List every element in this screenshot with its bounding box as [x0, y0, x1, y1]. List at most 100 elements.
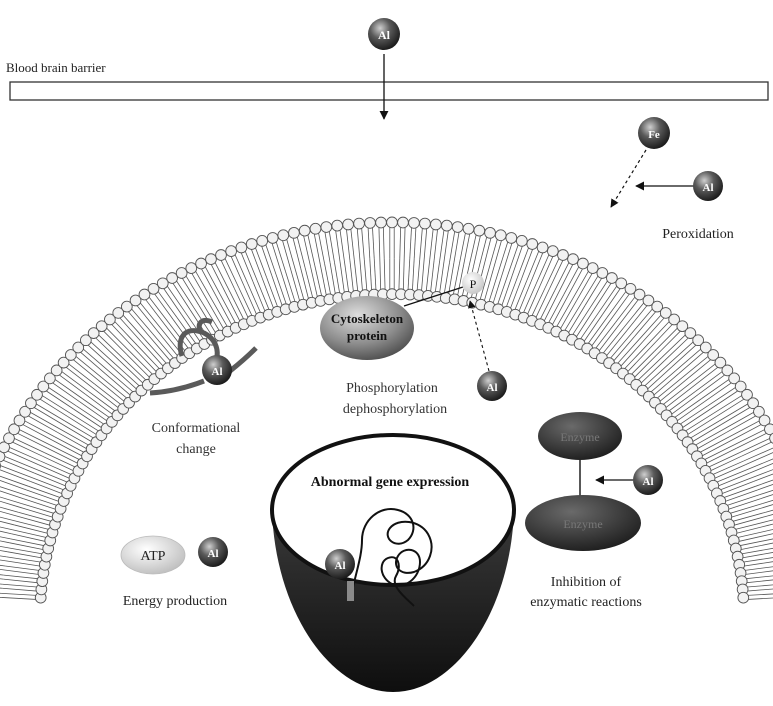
lipid-tail: [681, 413, 713, 433]
lipid-tail: [5, 566, 44, 571]
lipid-tail: [301, 268, 310, 303]
lipid-head-outer: [216, 250, 227, 261]
lipid-head-outer: [516, 235, 527, 246]
lipid-tail: [440, 225, 445, 261]
lipid-tail: [746, 449, 773, 464]
lipid-tail: [264, 240, 276, 274]
lipid-tail: [686, 421, 719, 440]
lipid-tail: [340, 261, 345, 297]
lipid-tail: [659, 384, 689, 407]
lipid-tail: [0, 551, 7, 557]
lipid-tail: [157, 330, 180, 359]
al-ion-peroxidation: Al: [693, 171, 723, 201]
lipid-tail: [766, 502, 773, 512]
lipid-head-outer: [236, 242, 247, 253]
lipid-tail: [676, 346, 704, 371]
lipid-tail: [469, 230, 477, 265]
phospho-label-line1: Phosphorylation: [346, 381, 438, 396]
lipid-tail: [589, 320, 611, 350]
lipid-tail: [566, 305, 585, 336]
al-ion-enzyme: Al: [633, 465, 663, 495]
lipid-tail: [0, 561, 5, 566]
lipid-head-outer: [310, 223, 321, 234]
al-ion-phospho: Al: [477, 371, 507, 401]
lipid-tail: [769, 512, 773, 521]
lipid-tail: [4, 570, 43, 575]
lipid-tail: [0, 486, 23, 498]
lipid-head-outer: [167, 273, 178, 284]
peroxidation-label: Peroxidation: [662, 227, 734, 242]
lipid-tail: [58, 369, 88, 391]
lipid-tail: [728, 512, 765, 522]
lipid-tail: [483, 270, 493, 305]
lipid-tail: [95, 384, 125, 407]
lipid-tail: [732, 525, 770, 534]
lipid-head-outer: [246, 239, 257, 250]
svg-text:Al: Al: [335, 560, 346, 572]
lipid-tail: [87, 339, 115, 364]
lipid-tail: [310, 266, 318, 301]
lipid-head-outer: [765, 424, 773, 435]
lipid-head-outer: [196, 258, 207, 269]
lipid-tail: [558, 301, 576, 333]
lipid-tail: [673, 402, 704, 424]
lipid-head-outer: [176, 268, 187, 279]
lipid-tail: [582, 315, 603, 345]
lipid-tail: [350, 224, 354, 260]
lipid-tail: [112, 318, 138, 345]
lipid-tail: [0, 595, 2, 597]
lipid-head-outer: [506, 233, 517, 244]
lipid-head-outer: [558, 250, 569, 261]
lipid-tail: [689, 361, 719, 384]
lipid-tail: [625, 348, 651, 375]
lipid-head-outer: [537, 242, 548, 253]
lipid-tail: [754, 468, 773, 482]
lipid-tail: [62, 424, 95, 443]
lipid-tail: [686, 356, 715, 380]
lipid-tail: [684, 417, 716, 437]
lipid-tail: [733, 530, 771, 539]
svg-text:Enzyme: Enzyme: [560, 430, 599, 444]
lipid-tail: [3, 579, 42, 583]
lipid-head-inner: [738, 592, 749, 603]
lipid-tail: [82, 398, 113, 420]
al-ion-top: Al: [368, 18, 400, 50]
lipid-tail: [676, 406, 708, 427]
blood-brain-barrier: [10, 82, 768, 100]
nucleus: Abnormal gene expression: [272, 435, 514, 692]
lipid-head-outer: [343, 219, 354, 230]
lipid-tail: [0, 591, 2, 593]
lipid-tail: [70, 413, 102, 433]
lipid-tail: [700, 445, 734, 462]
lipid-tail: [0, 571, 4, 575]
lipid-tail: [647, 318, 673, 345]
lipid-tail: [57, 432, 90, 451]
lipid-tail: [618, 342, 643, 370]
lipid-tail: [596, 325, 618, 354]
lipid-tail: [3, 584, 42, 587]
lipid-head-outer: [409, 218, 420, 229]
lipid-tail: [59, 429, 92, 448]
lipid-head-outer: [597, 268, 608, 279]
lipid-tail: [281, 273, 292, 307]
lipid-tail: [18, 512, 55, 522]
lipid-tail: [80, 346, 108, 371]
lipid-tail: [0, 581, 3, 584]
lipid-tail: [208, 301, 226, 333]
lipid-head-outer: [398, 217, 409, 228]
svg-text:Fe: Fe: [648, 129, 660, 141]
lipid-tail: [696, 369, 726, 391]
lipid-tail: [662, 332, 689, 358]
lipid-tail: [11, 539, 49, 547]
lipid-tail: [350, 260, 354, 296]
lipid-tail: [668, 394, 698, 416]
lipid-tail: [291, 270, 301, 305]
svg-text:Enzyme: Enzyme: [563, 517, 602, 531]
lipid-head-outer: [485, 227, 496, 238]
lipid-tail: [679, 349, 707, 374]
lipid-tail: [498, 237, 509, 271]
lipid-tail: [691, 429, 724, 448]
al-ion-nucleus: Al: [325, 549, 355, 579]
